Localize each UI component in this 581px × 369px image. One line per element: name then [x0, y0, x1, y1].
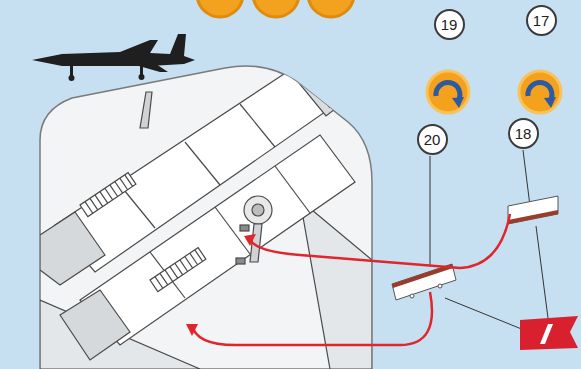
part-edge	[508, 210, 558, 224]
exhaust-nozzle	[285, 50, 352, 116]
rotate-arrowhead	[544, 97, 556, 108]
vent-slats	[85, 175, 133, 213]
gear-strut	[140, 92, 152, 128]
vent-frame	[150, 248, 206, 292]
vent-frame	[80, 173, 136, 217]
leader-line	[536, 226, 548, 318]
silhouette-wheel	[69, 75, 75, 81]
step-icon	[253, 0, 299, 17]
rotate-arrowhead	[452, 97, 464, 108]
closeup-detail	[40, 50, 372, 369]
mount-slot	[236, 258, 245, 264]
rotate-icon	[519, 71, 561, 113]
silhouette-gear	[70, 66, 73, 76]
flag-body	[520, 316, 578, 350]
silhouette-wheel	[139, 74, 145, 80]
callout-circle: 19	[434, 9, 465, 40]
arrowhead	[186, 324, 198, 336]
wing-surface	[300, 200, 372, 369]
glue-flag	[520, 316, 578, 350]
leader-line	[523, 150, 530, 206]
rotate-disc	[519, 71, 561, 113]
nozzle-line	[305, 57, 340, 103]
placement-arrow	[192, 292, 432, 345]
nozzle-line	[295, 62, 330, 108]
wheel	[244, 196, 272, 224]
engine-nacelle	[80, 135, 355, 345]
panel-line	[275, 166, 310, 213]
leader-lines	[430, 150, 548, 330]
part-body	[508, 196, 558, 224]
rotate-disc	[427, 71, 469, 113]
assembly-arrows	[192, 214, 510, 345]
callout-number: 19	[441, 17, 458, 32]
aircraft-closeup	[40, 50, 372, 369]
arrowhead	[244, 234, 256, 246]
callout-circle: 18	[508, 118, 539, 149]
part-body	[392, 264, 456, 300]
part-pin	[438, 284, 442, 288]
part-pin	[410, 294, 414, 298]
air-intake	[60, 290, 130, 360]
vent-grille	[80, 173, 136, 217]
step-icon	[197, 0, 243, 17]
air-intake	[40, 212, 105, 285]
silhouette-body	[32, 34, 195, 66]
step-icon	[308, 0, 354, 17]
part-18	[508, 196, 558, 224]
flag-mark	[540, 324, 553, 344]
vent-slats	[155, 250, 203, 288]
mount-slot	[240, 225, 249, 231]
callout-circle: 20	[417, 124, 448, 155]
leader-line	[445, 298, 524, 330]
panel-line	[185, 142, 220, 185]
rotate-icon	[427, 71, 469, 113]
callout-number: 17	[533, 13, 550, 28]
callout-number: 18	[515, 126, 532, 141]
leader-line	[430, 156, 431, 266]
vent-grille	[150, 248, 206, 292]
callout-circle: 17	[526, 5, 557, 36]
part-20	[392, 264, 456, 300]
callout-number: 20	[424, 132, 441, 147]
silhouette-gear	[140, 66, 143, 75]
step-icons-top	[197, 0, 354, 17]
placement-arrow	[250, 214, 510, 268]
panel-line	[240, 104, 275, 147]
aircraft-silhouette	[32, 34, 195, 81]
wheel-hub	[252, 204, 264, 216]
